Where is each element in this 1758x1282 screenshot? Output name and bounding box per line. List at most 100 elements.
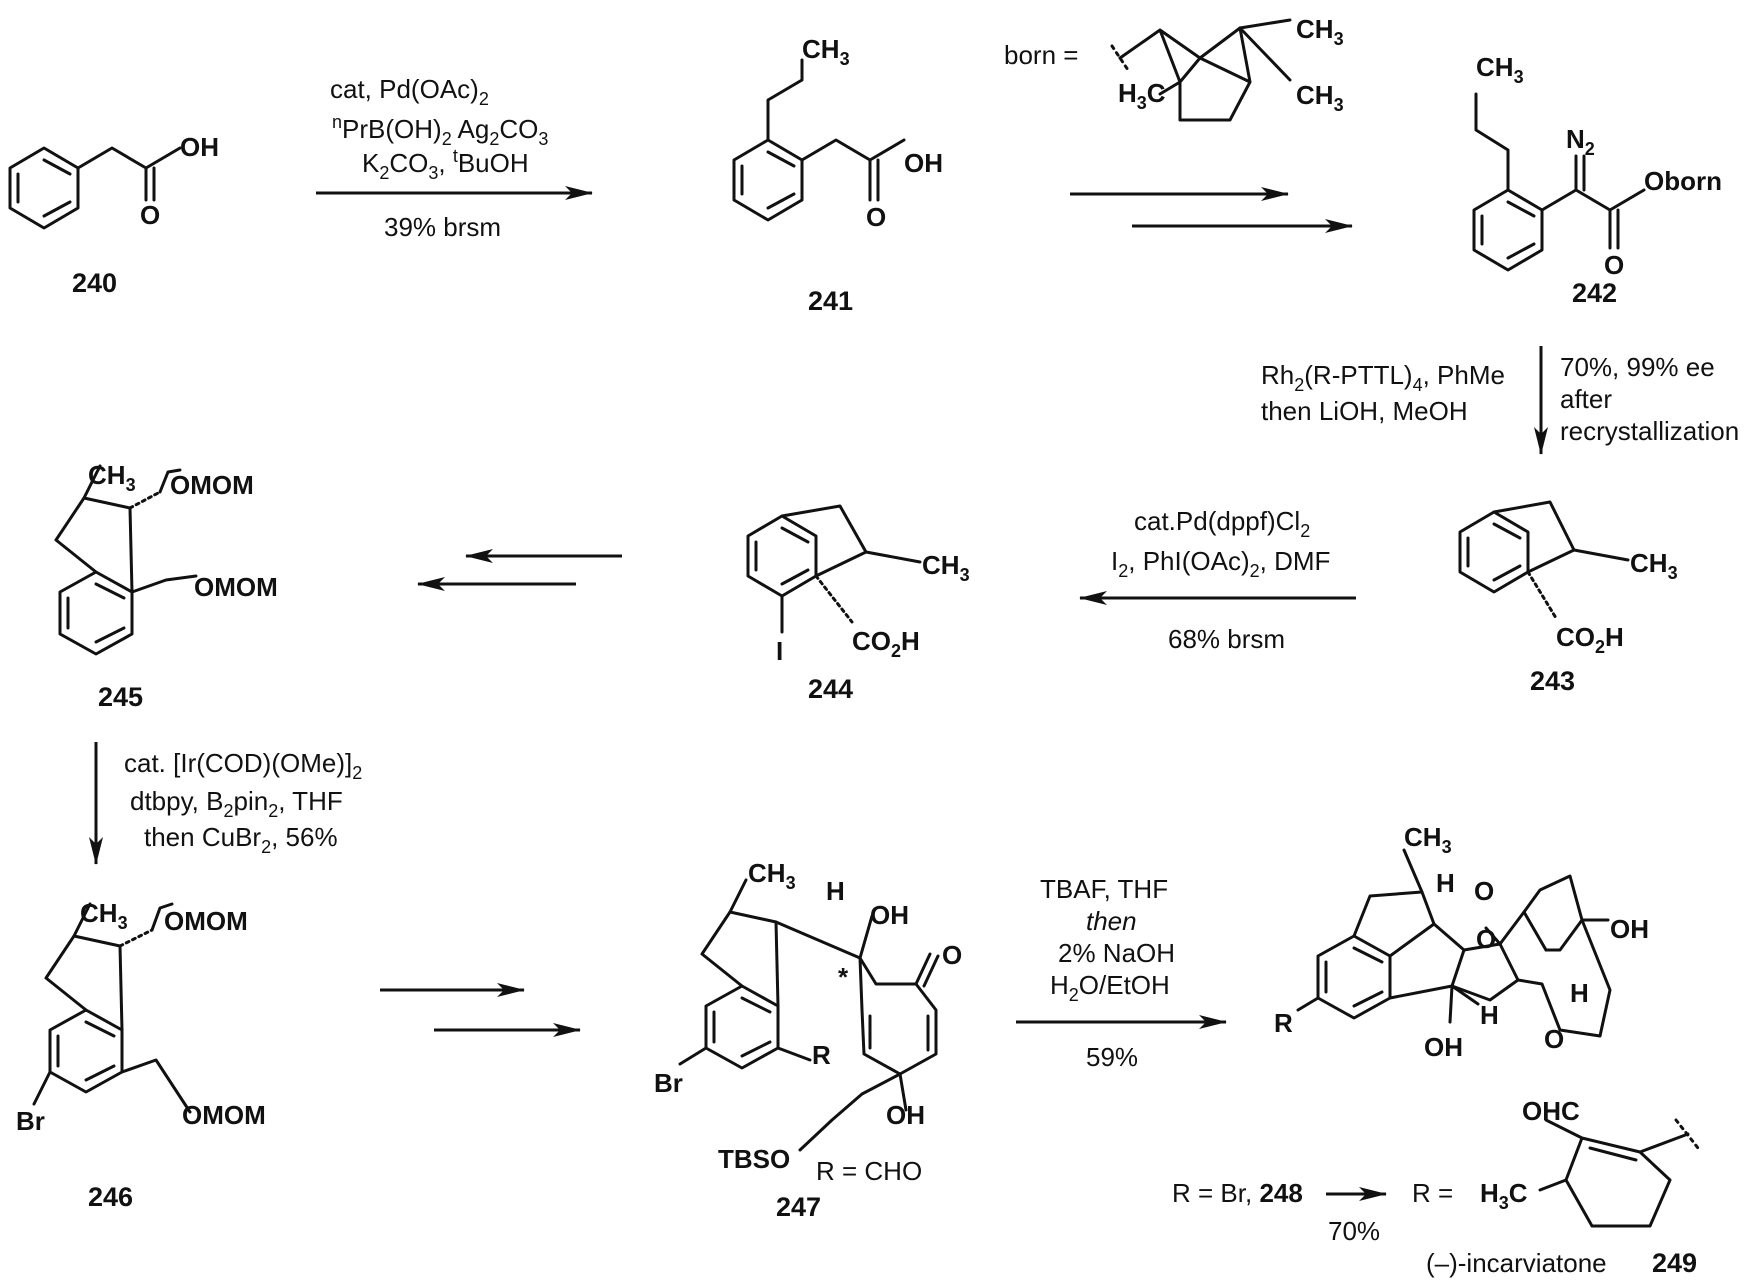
compound-label-242: 242 — [1572, 278, 1617, 308]
molecule-249: OHC H3C (–)-incarviatone 249 — [1426, 1096, 1700, 1278]
molecule-246: CH3 OMOM OMOM Br 246 — [16, 898, 266, 1212]
compound-label-244: 244 — [808, 674, 853, 704]
svg-text:O: O — [1476, 924, 1496, 954]
molecule-243: CH3 CO2H 243 — [1458, 500, 1678, 696]
svg-text:cat.Pd(dppf)Cl2: cat.Pd(dppf)Cl2 — [1134, 506, 1310, 541]
omom-label: OMOM — [182, 1100, 266, 1130]
conditions-step8: TBAF, THF then 2% NaOH H2O/EtOH 59% — [1016, 874, 1227, 1072]
compound-label-249: 249 — [1652, 1248, 1697, 1278]
o-label: O — [866, 202, 886, 232]
svg-text:OH: OH — [1610, 914, 1649, 944]
molecule-240: OH O 240 — [8, 132, 219, 298]
svg-text:H2O/EtOH: H2O/EtOH — [1050, 970, 1170, 1005]
molecule-247: H OH O * CH3 R Br OH TBSO R = CHO 247 — [654, 858, 962, 1222]
conditions-step3: Rh2(R-PTTL)4, PhMe then LiOH, MeOH 70%, … — [1261, 346, 1739, 455]
svg-text:70%, 99% ee: 70%, 99% ee — [1560, 352, 1715, 382]
svg-text:H3C: H3C — [1118, 78, 1166, 113]
svg-text:59%: 59% — [1086, 1042, 1138, 1072]
yield-step1: 39% brsm — [384, 212, 501, 242]
r-label: R — [812, 1040, 831, 1070]
compound-label-245: 245 — [98, 682, 143, 712]
svg-text:H: H — [1570, 978, 1589, 1008]
svg-text:O: O — [1604, 250, 1624, 280]
svg-text:H3C: H3C — [1480, 1178, 1528, 1213]
svg-text:after: after — [1560, 384, 1612, 414]
svg-text:H: H — [1480, 1000, 1499, 1030]
svg-text:CH3: CH3 — [1476, 52, 1524, 87]
svg-text:recrystallization: recrystallization — [1560, 416, 1739, 446]
svg-text:R = Br, 248: R = Br, 248 — [1172, 1178, 1303, 1208]
svg-text:CH3: CH3 — [1296, 80, 1344, 115]
conditions-step9: R = Br, 248 70% R = — [1172, 1178, 1453, 1246]
svg-text:70%: 70% — [1328, 1216, 1380, 1246]
compound-label-246: 246 — [88, 1182, 133, 1212]
oh-label: OH — [904, 148, 943, 178]
svg-text:O: O — [1474, 876, 1494, 906]
oh-label: OH — [180, 132, 219, 162]
stereocenter-star: * — [838, 962, 849, 992]
svg-text:then: then — [1086, 906, 1137, 936]
svg-text:H: H — [1436, 868, 1455, 898]
omom-label: OMOM — [194, 572, 278, 602]
svg-text:I2, PhI(OAc)2, DMF: I2, PhI(OAc)2, DMF — [1111, 546, 1330, 581]
molecule-241: CH3 OH O 241 — [732, 34, 943, 316]
bornyl-definition: born = CH3 H3C CH3 — [1004, 14, 1344, 122]
svg-text:H: H — [826, 876, 845, 906]
svg-text:cat. [Ir(COD)(OMe)]2: cat. [Ir(COD)(OMe)]2 — [124, 748, 362, 783]
born-label: born = — [1004, 40, 1078, 70]
iodo-label: I — [776, 636, 783, 666]
bromo-label: Br — [16, 1106, 45, 1136]
svg-text:CH3: CH3 — [80, 898, 128, 933]
compound-label-247: 247 — [776, 1192, 821, 1222]
molecule-244: I CH3 CO2H 244 — [746, 504, 970, 704]
compound-label-243: 243 — [1530, 666, 1575, 696]
svg-text:CH3: CH3 — [1630, 548, 1678, 583]
r-definition-247: R = CHO — [816, 1156, 922, 1186]
svg-text:then CuBr2, 56%: then CuBr2, 56% — [144, 822, 338, 857]
svg-text:CH3: CH3 — [802, 34, 850, 69]
o-label: O — [140, 200, 160, 230]
svg-text:N2: N2 — [1566, 124, 1595, 159]
svg-text:CH3: CH3 — [1404, 822, 1452, 857]
molecule-248: CH3 H O O OH H H OH O R — [1274, 822, 1649, 1062]
svg-text:R: R — [1274, 1008, 1293, 1038]
svg-text:OH: OH — [886, 1100, 925, 1130]
molecule-242: CH3 N2 Oborn O 242 — [1472, 52, 1722, 308]
svg-text:CO2H: CO2H — [1556, 622, 1624, 657]
compound-label-240: 240 — [72, 268, 117, 298]
svg-text:O: O — [942, 940, 962, 970]
svg-text:CH3: CH3 — [88, 460, 136, 495]
svg-text:CH3: CH3 — [922, 550, 970, 585]
svg-text:Rh2(R-PTTL)4, PhMe: Rh2(R-PTTL)4, PhMe — [1261, 360, 1505, 395]
compound-label-241: 241 — [808, 286, 853, 316]
svg-text:then LiOH, MeOH: then LiOH, MeOH — [1261, 396, 1468, 426]
conditions-step4: cat.Pd(dppf)Cl2 I2, PhI(OAc)2, DMF 68% b… — [1079, 506, 1356, 654]
svg-text:CH3: CH3 — [1296, 14, 1344, 49]
svg-text:CH3: CH3 — [748, 858, 796, 893]
svg-text:TBAF, THF: TBAF, THF — [1040, 874, 1168, 904]
omom-label: OMOM — [164, 906, 248, 936]
conditions-step6: cat. [Ir(COD)(OMe)]2 dtbpy, B2pin2, THF … — [89, 742, 362, 865]
ohc-label: OHC — [1522, 1096, 1580, 1126]
molecule-245: CH3 OMOM OMOM 245 — [54, 460, 278, 712]
tbso-label: TBSO — [718, 1144, 790, 1174]
incarviatone-name: (–)-incarviatone — [1426, 1248, 1607, 1278]
cond-text: cat, Pd(OAc) — [330, 74, 479, 104]
svg-text:68% brsm: 68% brsm — [1168, 624, 1285, 654]
svg-text:Br: Br — [654, 1068, 683, 1098]
svg-text:cat, Pd(OAc)2: cat, Pd(OAc)2 — [330, 74, 489, 109]
omom-label: OMOM — [170, 470, 254, 500]
conditions-step1: cat, Pd(OAc)2 nPrB(OH)2 Ag2CO3 K2CO3, tB… — [316, 74, 593, 242]
svg-text:OH: OH — [1424, 1032, 1463, 1062]
ch3-label: CH — [802, 34, 840, 64]
svg-text:K2CO3, tBuOH: K2CO3, tBuOH — [362, 146, 529, 183]
svg-text:OH: OH — [870, 900, 909, 930]
oborn-label: Oborn — [1644, 166, 1722, 196]
svg-text:dtbpy, B2pin2, THF: dtbpy, B2pin2, THF — [130, 786, 343, 821]
svg-text:CO2H: CO2H — [852, 626, 920, 661]
svg-text:nPrB(OH)2 Ag2CO3: nPrB(OH)2 Ag2CO3 — [332, 112, 548, 149]
svg-text:2% NaOH: 2% NaOH — [1058, 938, 1175, 968]
svg-text:O: O — [1544, 1024, 1564, 1054]
svg-text:R =: R = — [1412, 1178, 1453, 1208]
